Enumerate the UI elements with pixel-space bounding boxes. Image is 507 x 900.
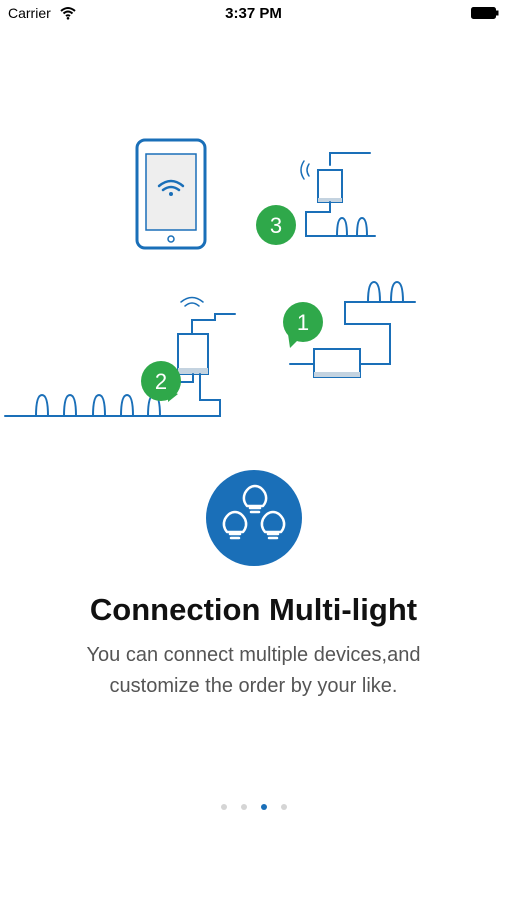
- controller-3: [300, 152, 376, 237]
- page-indicator[interactable]: [0, 798, 507, 810]
- page-dot-1[interactable]: [220, 803, 227, 810]
- page-dot-2[interactable]: [240, 803, 247, 810]
- description-line-2: customize the order by your like.: [109, 675, 398, 697]
- page-dot-4[interactable]: [280, 803, 287, 810]
- carrier-label: Carrier: [8, 5, 51, 21]
- onboarding-title: Connection Multi-light: [89, 592, 418, 627]
- controller-2: [4, 296, 236, 417]
- svg-text:1: 1: [297, 310, 309, 335]
- status-bar: Carrier 3:37 PM: [0, 0, 507, 28]
- controller-1: [289, 280, 416, 378]
- page-dot-3-active[interactable]: [260, 803, 267, 810]
- step-badge-1: 1: [283, 302, 323, 348]
- svg-text:2: 2: [155, 369, 167, 394]
- clock: 3:37 PM: [225, 5, 282, 22]
- step-badge-3: 3: [256, 205, 296, 245]
- multi-light-illustration: 3 1 2: [4, 138, 416, 417]
- onboarding-description: You can connect multiple devices,and cus…: [40, 640, 467, 702]
- wifi-icon: [60, 7, 76, 20]
- multi-bulb-icon: [206, 470, 302, 566]
- step-badge-2: 2: [141, 361, 181, 402]
- svg-text:3: 3: [270, 213, 282, 238]
- description-line-1: You can connect multiple devices,and: [86, 644, 421, 666]
- tablet-icon: [135, 138, 207, 250]
- battery-icon: [471, 7, 499, 19]
